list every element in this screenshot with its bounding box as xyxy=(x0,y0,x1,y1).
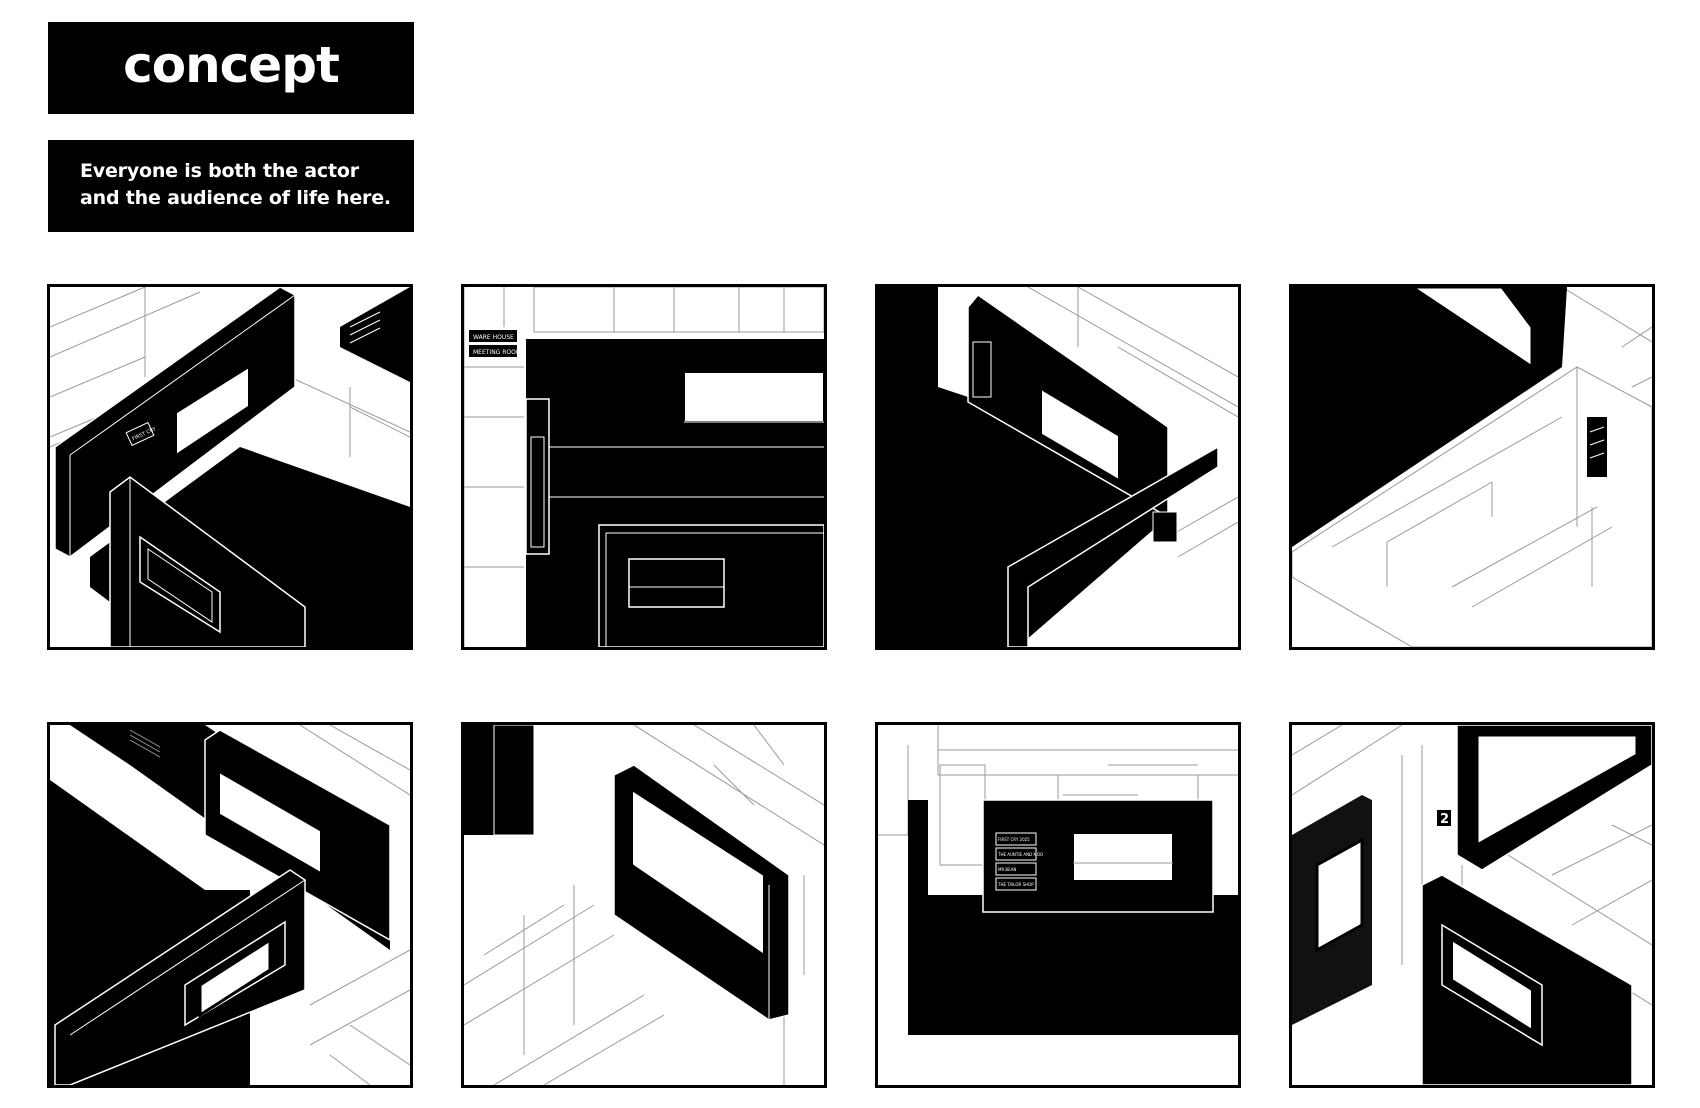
isometric-view-8: 2 xyxy=(1289,722,1655,1088)
sign-first-cry: FIRST CRY 2025 xyxy=(998,837,1030,842)
isometric-view-7: FIRST CRY 2025 THE AUNTIE AND MOO MR.BEA… xyxy=(875,722,1241,1088)
isometric-drawing-2: WARE HOUSE MEETING ROOM xyxy=(464,287,824,647)
isometric-view-1: FIRST CRY xyxy=(47,284,413,650)
sign-auntie: THE AUNTIE AND MOO xyxy=(997,852,1043,857)
isometric-drawing-6 xyxy=(464,725,824,1085)
isometric-drawing-7: FIRST CRY 2025 THE AUNTIE AND MOO MR.BEA… xyxy=(878,725,1238,1035)
isometric-drawing-3 xyxy=(878,287,1238,647)
concept-statement: Everyone is both the actor and the audie… xyxy=(80,160,391,209)
level-number: 2 xyxy=(1440,812,1449,827)
isometric-view-5 xyxy=(47,722,413,1088)
sign-warehouse: WARE HOUSE xyxy=(473,334,514,341)
isometric-view-2: WARE HOUSE MEETING ROOM xyxy=(461,284,827,650)
isometric-drawing-4 xyxy=(1292,287,1652,647)
isometric-view-3 xyxy=(875,284,1241,650)
isometric-drawing-5 xyxy=(50,725,410,1085)
isometric-view-4 xyxy=(1289,284,1655,650)
concept-title-box: concept xyxy=(48,22,414,114)
isometric-view-6 xyxy=(461,722,827,1088)
sign-meeting-room: MEETING ROOM xyxy=(473,349,521,356)
isometric-drawing-1: FIRST CRY xyxy=(50,287,410,647)
sign-tailor-shop: THE TAILOR SHOP xyxy=(997,882,1034,887)
sign-mr-bean: MR.BEAN xyxy=(998,867,1016,872)
page-title: concept xyxy=(123,36,340,94)
concept-statement-box: Everyone is both the actor and the audie… xyxy=(48,140,414,232)
isometric-drawing-8: 2 xyxy=(1292,725,1652,1085)
